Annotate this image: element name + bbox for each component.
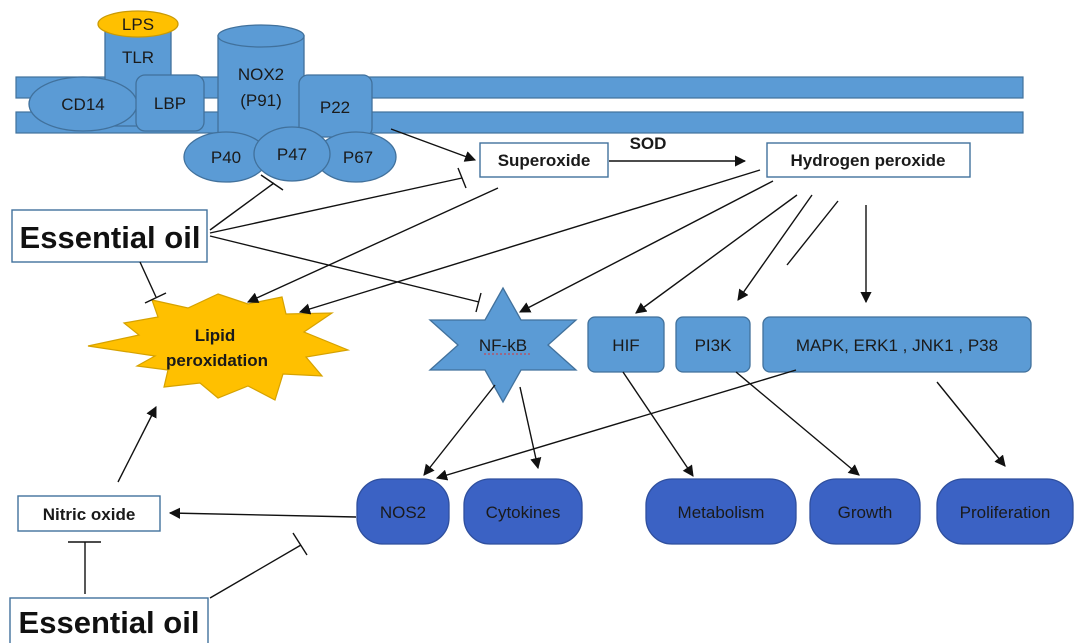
arrow-nox-to-superoxide xyxy=(390,128,477,162)
p40-label: P40 xyxy=(211,148,241,167)
p67-label: P67 xyxy=(343,148,373,167)
lbp-label: LBP xyxy=(154,94,186,113)
inhibit-eo-to-p40 xyxy=(209,174,284,231)
mapk-box: MAPK, ERK1 , JNK1 , P38 xyxy=(762,316,1032,373)
arrow-nos2-to-nitric-oxide xyxy=(168,507,357,519)
arrow-h2o2-extra-line xyxy=(786,200,839,266)
pi3k-label: PI3K xyxy=(695,336,733,355)
lps-label: LPS xyxy=(122,15,154,34)
cytokines-pill: Cytokines xyxy=(463,478,583,545)
superoxide-label: Superoxide xyxy=(498,151,591,170)
proliferation-pill: Proliferation xyxy=(936,478,1074,545)
hydrogen-peroxide-label: Hydrogen peroxide xyxy=(791,151,946,170)
p40-protein: P40 xyxy=(183,131,269,183)
metabolism-pill: Metabolism xyxy=(645,478,797,545)
essential-oil-box-top: Essential oil xyxy=(11,209,208,263)
arrow-h2o2-to-nfkb xyxy=(519,180,774,313)
arrow-h2o2-to-pi3k xyxy=(737,194,813,301)
p22-protein: P22 xyxy=(298,74,373,138)
mapk-label: MAPK, ERK1 , JNK1 , P38 xyxy=(796,336,998,355)
tlr-label: TLR xyxy=(122,48,154,67)
essential-oil-label-top: Essential oil xyxy=(20,220,201,255)
p91-label: (P91) xyxy=(240,91,282,110)
arrow-mapk-to-nos2 xyxy=(435,369,797,481)
arrow-h2o2-to-hif xyxy=(635,194,798,314)
cd14-protein: CD14 xyxy=(28,76,138,132)
superoxide-box: Superoxide xyxy=(479,142,609,178)
pi3k-box: PI3K xyxy=(675,316,751,373)
arrow-mapk-to-proliferation xyxy=(936,381,1006,467)
p47-label: P47 xyxy=(277,145,307,164)
hif-box: HIF xyxy=(587,316,665,373)
arrow-h2o2-to-lipid xyxy=(298,169,761,315)
essential-oil-label-bottom: Essential oil xyxy=(19,605,200,640)
cytokines-label: Cytokines xyxy=(486,503,561,522)
hydrogen-peroxide-box: Hydrogen peroxide xyxy=(766,142,971,178)
p67-protein: P67 xyxy=(315,131,397,183)
arrow-pi3k-to-growth xyxy=(735,371,860,476)
nitric-oxide-label: Nitric oxide xyxy=(43,505,136,524)
arrow-nfkb-to-cytokines xyxy=(519,386,542,470)
metabolism-label: Metabolism xyxy=(678,503,765,522)
sod-label: SOD xyxy=(630,134,667,153)
growth-label: Growth xyxy=(838,503,893,522)
growth-pill: Growth xyxy=(809,478,921,545)
inhibit-eo-to-nos2 xyxy=(209,532,308,599)
inhibit-eo-to-lipid xyxy=(139,261,167,304)
lipid-label-line1: Lipid xyxy=(195,326,236,345)
inhibit-eo-to-superoxide xyxy=(209,167,467,234)
lps-ellipse: LPS xyxy=(97,10,179,38)
p47-protein: P47 xyxy=(253,126,331,182)
arrow-hif-to-metabolism xyxy=(622,371,694,477)
hif-label: HIF xyxy=(612,336,639,355)
nfkb-label: NF-kB xyxy=(479,336,527,355)
lipid-peroxidation-starburst: Lipid peroxidation xyxy=(87,293,351,401)
nos2-pill: NOS2 xyxy=(356,478,450,545)
lbp-protein: LBP xyxy=(135,74,205,132)
nos2-label: NOS2 xyxy=(380,503,426,522)
nox2-label: NOX2 xyxy=(238,65,284,84)
inhibit-eo-to-nitric-oxide xyxy=(68,541,101,594)
nitric-oxide-box: Nitric oxide xyxy=(17,495,161,532)
essential-oil-box-bottom: Essential oil xyxy=(9,597,209,643)
p22-label: P22 xyxy=(320,98,350,117)
inhibit-eo-to-nfkb xyxy=(209,235,482,313)
arrow-nfkb-to-nos2 xyxy=(423,384,496,476)
cd14-label: CD14 xyxy=(61,95,104,114)
arrow-superoxide-to-lipid xyxy=(246,187,499,303)
nfkb-star: NF-kB xyxy=(428,286,578,404)
arrow-nitric-oxide-to-lipid xyxy=(117,406,157,483)
lipid-label-line2: peroxidation xyxy=(166,351,268,370)
proliferation-label: Proliferation xyxy=(960,503,1051,522)
